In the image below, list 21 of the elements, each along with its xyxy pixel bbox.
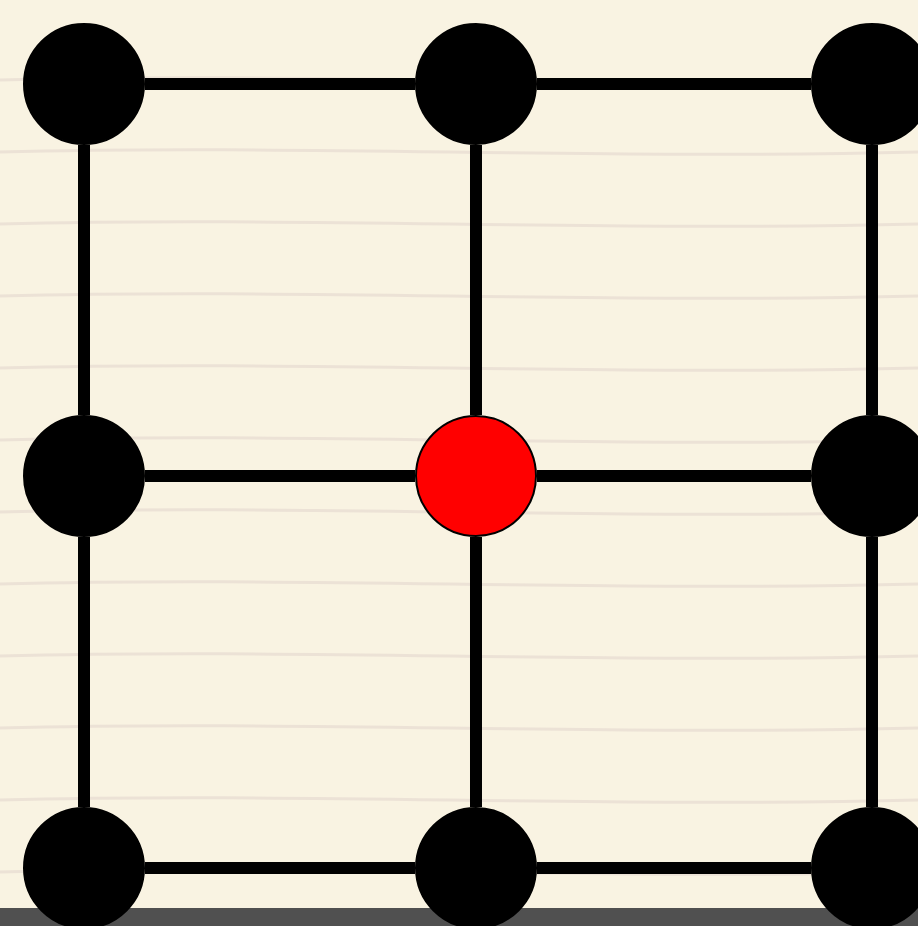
grid-line bbox=[145, 862, 415, 874]
grid-line bbox=[78, 145, 90, 415]
vertex-circle bbox=[23, 415, 145, 537]
vertex-circle bbox=[811, 807, 918, 926]
grid-line bbox=[866, 145, 878, 415]
vertex-circle bbox=[415, 415, 537, 537]
vertex-circle bbox=[811, 23, 918, 145]
vertex-circle bbox=[23, 23, 145, 145]
grid-line bbox=[145, 78, 415, 90]
vertex-circle bbox=[415, 23, 537, 145]
grid-line bbox=[145, 470, 415, 482]
vertex-circle bbox=[415, 807, 537, 926]
grid-line bbox=[470, 145, 482, 415]
grid-line bbox=[866, 537, 878, 807]
vertex-circle bbox=[811, 415, 918, 537]
vertex-circle bbox=[23, 807, 145, 926]
grid-line bbox=[537, 470, 811, 482]
grid-line bbox=[537, 78, 811, 90]
grid-line bbox=[470, 537, 482, 807]
grid-line bbox=[537, 862, 811, 874]
grid-line bbox=[78, 537, 90, 807]
